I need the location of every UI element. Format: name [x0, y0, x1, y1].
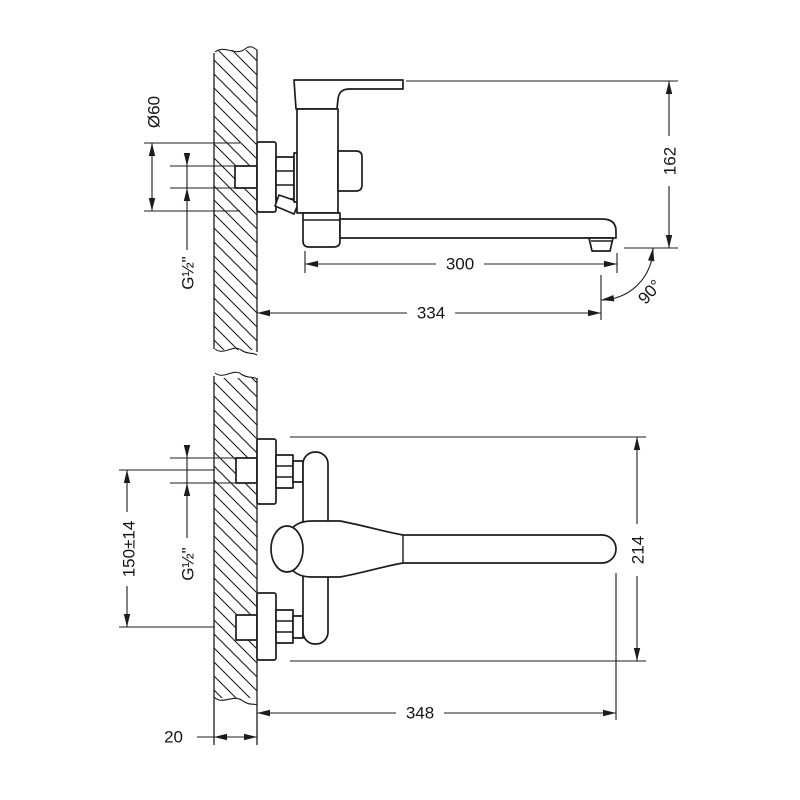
wall-break-line	[214, 371, 258, 380]
hex-nut-lower	[275, 609, 294, 644]
lever-handle	[293, 79, 404, 110]
dim-label-swivel-angle: 90°	[634, 276, 665, 308]
hex-nut-upper	[275, 454, 294, 489]
plan-view	[235, 438, 617, 661]
wall-pipe-stub-upper	[235, 457, 258, 484]
set-lever-tab	[274, 194, 300, 215]
wall-hatching-bottom	[214, 378, 257, 698]
inlet-connector-upper	[292, 460, 304, 483]
side-view	[234, 79, 617, 252]
dim-label-height: 162	[661, 147, 680, 175]
handle-knob-plan	[270, 525, 304, 573]
dim-label-thread: G½"	[179, 256, 198, 289]
wall-section-bottom	[213, 371, 258, 745]
wall-section-top	[213, 46, 258, 356]
dim-label-mount-spacing: 150±14	[120, 521, 139, 578]
escutcheon-flange-upper	[256, 438, 277, 505]
body-lower-block	[302, 212, 341, 248]
faucet-body	[296, 108, 339, 214]
dim-label-reach-plan: 348	[406, 704, 434, 723]
wall-hatching-top	[214, 50, 257, 350]
spout-nozzle	[588, 237, 614, 252]
escutcheon-flange-lower	[256, 592, 277, 661]
wall-break-line	[214, 46, 258, 53]
wall-break-line	[214, 347, 258, 356]
dim-label-thread-plan: G½"	[179, 547, 198, 580]
wall-pipe-stub	[234, 165, 258, 189]
dim-label-spout-length: 300	[446, 255, 474, 274]
wall-break-line	[213, 696, 258, 706]
spout-plan	[285, 520, 617, 578]
plan-view-dimensions: 150±14 G½" 214 348 20	[117, 436, 648, 747]
escutcheon-flange	[256, 141, 277, 213]
hex-nut	[275, 156, 295, 200]
inlet-connector-lower	[292, 615, 304, 639]
dim-label-total-reach: 334	[417, 304, 445, 323]
dim-label-wall-thickness: 20	[164, 728, 183, 747]
dim-label-depth: 214	[629, 536, 648, 564]
dim-label-flange-diameter: Ø60	[145, 96, 164, 128]
wall-pipe-stub-lower	[235, 614, 258, 641]
spout	[339, 218, 617, 239]
cartridge-cap	[337, 150, 363, 192]
